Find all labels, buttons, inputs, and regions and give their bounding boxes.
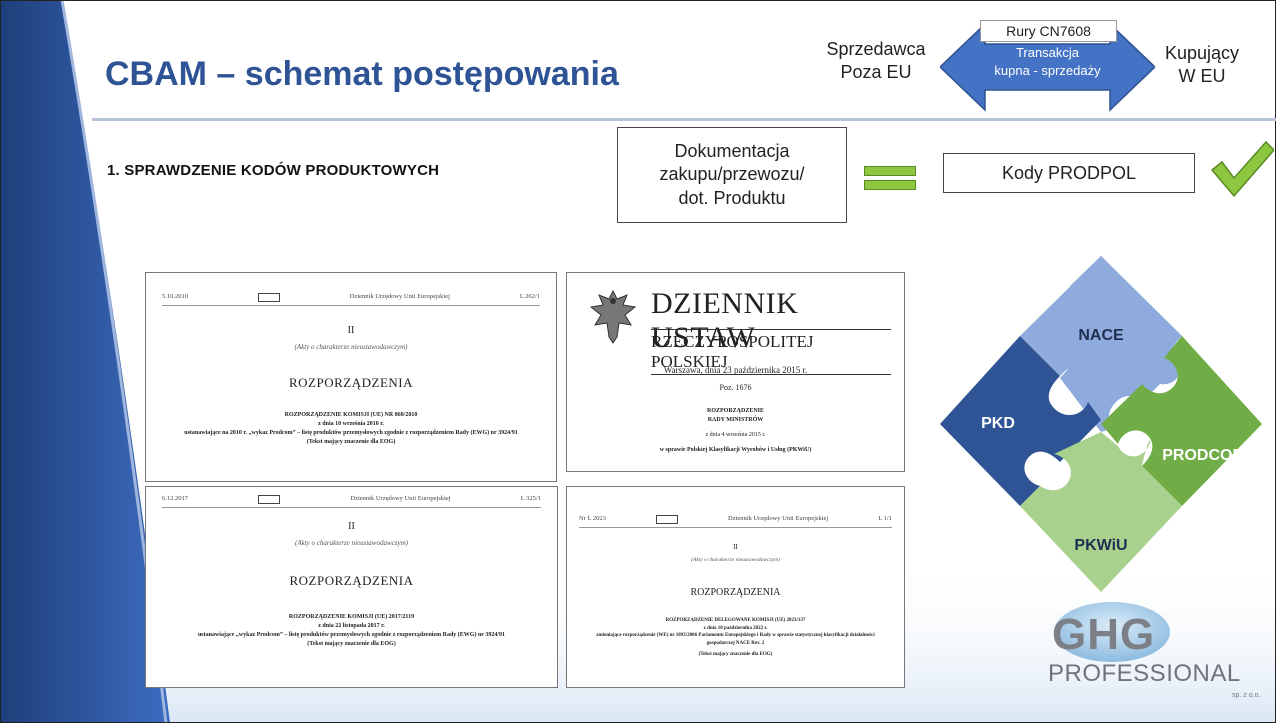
puzzle-piece-prodcom	[1101, 336, 1262, 506]
seller-line2: Poza EU	[840, 62, 912, 83]
dziennik-position: Poz. 1676	[719, 383, 752, 392]
doc-body: ROZPORZĄDZENIE KOMISJI (UE) 2017/2119 z …	[146, 613, 557, 649]
doc-heading: ROZPORZĄDZENIA	[289, 573, 414, 588]
doc-roman: II	[348, 521, 355, 532]
doc-roman: II	[347, 325, 355, 336]
doc-body-line3: ustanawiające na 2010 r. „wykaz Prodcom”…	[184, 430, 518, 436]
puzzle-label-nace: NACE	[1078, 327, 1124, 344]
dziennik-line3: z dnia 4 września 2015 r.	[705, 432, 766, 438]
dziennik-body: ROZPORZĄDZENIE RADY MINISTRÓW z dnia 4 w…	[567, 407, 904, 455]
doc-date: Nr L 2023	[579, 515, 606, 522]
seller-line1: Sprzedawca	[826, 39, 926, 59]
doc-subtitle: (Akty o charakterze nieustawodawczym)	[294, 343, 408, 351]
puzzle-piece-pkd	[940, 336, 1101, 506]
dziennik-date: Warszawa, dnia 23 października 2015 r.	[663, 365, 808, 375]
dziennik-line2: RADY MINISTRÓW	[707, 417, 764, 423]
logo-name: GHG	[1052, 610, 1156, 659]
doc-body-line3: zmieniające rozporządzenie (WE) nr 1893/…	[596, 633, 875, 646]
doc-line1: Dokumentacja	[674, 140, 790, 161]
dziennik-subtitle: RZECZYPOSPOLITEJ POLSKIEJ	[651, 329, 891, 375]
doc-line3: dot. Produktu	[678, 187, 786, 208]
doc-body-line1: ROZPORZĄDZENIE KOMISJI (UE) NR 860/2010	[284, 412, 418, 418]
doc-journal: Dziennik Urzędowy Unii Europejskiej	[728, 515, 829, 522]
buyer-line2: W EU	[1178, 66, 1226, 87]
doc-ref: L 1/1	[878, 515, 892, 522]
eu-flag-icon	[655, 515, 678, 524]
puzzle-piece-nace	[1020, 256, 1182, 432]
polish-eagle-icon	[589, 289, 637, 344]
doc-heading: ROZPORZĄDZENIA	[690, 587, 781, 598]
doc-body-line3: ustanawiające „wykaz Prodcom” – listę pr…	[197, 632, 506, 638]
puzzle-label-pkwiu: PKWiU	[1074, 537, 1127, 554]
codes-box: Kody PRODPOL	[943, 153, 1195, 193]
puzzle-piece-pkwiu	[1020, 432, 1182, 592]
doc-body-line4: (Tekst mający znaczenie dla EOG)	[307, 641, 396, 647]
dziennik-line4: w sprawie Polskiej Klasyfikacji Wyrobów …	[659, 447, 812, 453]
puzzle-label-pkd: PKD	[981, 415, 1015, 432]
doc-ref: L 325/1	[520, 495, 541, 502]
step-heading: 1. SPRAWDZENIE KODÓW PRODUKTOWYCH	[107, 162, 440, 179]
title-underline	[92, 118, 1276, 121]
doc-body-line1: ROZPORZĄDZENIE KOMISJI (UE) 2017/2119	[288, 614, 415, 620]
document-regulation-2023: Nr L 2023 Dziennik Urzędowy Unii Europej…	[566, 486, 905, 688]
dziennik-line1: ROZPORZĄDZENIE	[706, 408, 764, 414]
doc-journal: Dziennik Urzędowy Unii Europejskiej	[350, 495, 451, 502]
logo-legal-form: sp. z o.o.	[1232, 692, 1261, 699]
document-header: 6.12.2017 Dziennik Urzędowy Unii Europej…	[162, 495, 541, 508]
doc-date: 5.10.2010	[162, 293, 188, 300]
doc-subtitle: (Akty o charakterze nieustawodawczym)	[691, 557, 780, 563]
seller-label: Sprzedawca Poza EU	[812, 38, 940, 85]
logo-professional: PROFESSIONAL	[1048, 660, 1241, 687]
doc-body-line4: (Tekst mający znaczenie dla EOG)	[698, 652, 773, 657]
doc-subtitle: (Akty o charakterze nieustawodawczym)	[295, 539, 408, 547]
transaction-line2: kupna - sprzedaży	[994, 62, 1101, 78]
classification-puzzle-diagram: NACE PKD PRODCOM PKWiU	[940, 256, 1262, 592]
product-code-label: Rury CN7608	[980, 20, 1117, 42]
document-header: 5.10.2010 Dziennik Urzędowy Unii Europej…	[162, 293, 540, 306]
transaction-label: Transakcja kupna - sprzedaży	[960, 44, 1135, 79]
equals-icon-bottom-bar	[864, 180, 916, 190]
document-regulation-2010: 5.10.2010 Dziennik Urzędowy Unii Europej…	[145, 272, 557, 482]
doc-body-line2: z dnia 10 września 2010 r.	[318, 421, 384, 427]
documentation-box: Dokumentacja zakupu/przewozu/ dot. Produ…	[617, 127, 847, 223]
transaction-line1: Transakcja	[1015, 45, 1080, 60]
doc-body-line1: ROZPORZĄDZENIE DELEGOWANE KOMISJI (UE) 2…	[665, 618, 806, 623]
document-regulation-2017: 6.12.2017 Dziennik Urzędowy Unii Europej…	[145, 486, 558, 688]
doc-date: 6.12.2017	[162, 495, 188, 502]
doc-body-line2: z dnia 10 października 2022 r.	[703, 625, 768, 631]
doc-heading: ROZPORZĄDZENIA	[289, 375, 413, 390]
doc-body-line2: z dnia 22 listopada 2017 r.	[318, 623, 385, 629]
eu-flag-icon	[257, 293, 280, 302]
buyer-line1: Kupujący	[1164, 43, 1240, 63]
document-dziennik-ustaw: DZIENNIK USTAW RZECZYPOSPOLITEJ POLSKIEJ…	[566, 272, 905, 472]
doc-ref: L 262/1	[519, 293, 540, 300]
document-header: Nr L 2023 Dziennik Urzędowy Unii Europej…	[579, 515, 892, 528]
equals-icon-top-bar	[864, 166, 916, 176]
doc-line2: zakupu/przewozu/	[659, 164, 805, 185]
puzzle-label-prodcom: PRODCOM	[1162, 447, 1246, 464]
slide-title: CBAM – schemat postępowania	[105, 55, 619, 93]
doc-body: ROZPORZĄDZENIE KOMISJI (UE) NR 860/2010 …	[146, 411, 556, 447]
checkmark-icon	[1210, 140, 1274, 198]
buyer-label: Kupujący W EU	[1152, 42, 1252, 89]
doc-body-line4: (Tekst mający znaczenie dla EOG)	[306, 439, 396, 445]
globe-logo-icon	[1054, 602, 1170, 662]
eu-flag-icon	[258, 495, 281, 504]
doc-roman: II	[733, 543, 738, 551]
doc-journal: Dziennik Urzędowy Unii Europejskiej	[349, 293, 450, 300]
doc-body: ROZPORZĄDZENIE DELEGOWANE KOMISJI (UE) 2…	[567, 617, 904, 659]
dziennik-title: DZIENNIK USTAW	[651, 287, 799, 354]
